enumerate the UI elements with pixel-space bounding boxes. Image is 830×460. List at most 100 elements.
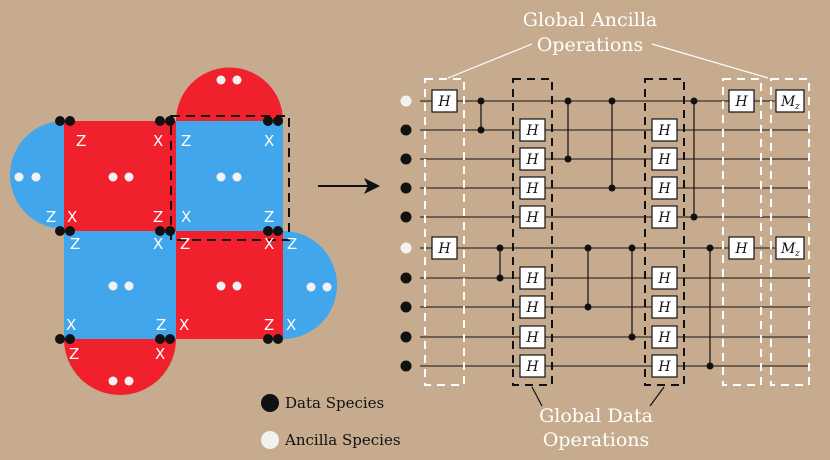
hadamard-gate: H xyxy=(651,205,678,229)
svg-text:H: H xyxy=(525,330,539,346)
ancilla-dot xyxy=(216,75,226,85)
data-qubit-marker xyxy=(400,124,412,136)
transition-arrow xyxy=(318,178,380,194)
ancilla-dot xyxy=(14,172,24,182)
pauli-labels: Z X Z X Z X Z X Z Z X Z X Z X Z X Z X Z … xyxy=(46,132,297,363)
data-caption-line2: Operations xyxy=(543,429,650,451)
pauli-x-label: X xyxy=(155,345,165,363)
pauli-z-label: Z xyxy=(153,208,163,226)
data-dot xyxy=(155,116,165,126)
ancilla-dot xyxy=(306,282,316,292)
svg-text:H: H xyxy=(525,271,539,287)
hadamard-gate: H xyxy=(728,89,755,113)
hadamard-gate: H xyxy=(651,325,678,349)
red-boundary-top xyxy=(176,67,283,121)
hadamard-gate: H xyxy=(519,354,546,378)
data-caption-pointer xyxy=(649,386,665,407)
svg-text:H: H xyxy=(525,359,539,375)
hadamard-gate: H xyxy=(519,325,546,349)
data-dot xyxy=(263,116,273,126)
hadamard-gate: H xyxy=(651,295,678,319)
ancilla-dot xyxy=(232,75,242,85)
hadamard-gate: H xyxy=(431,89,458,113)
pauli-z-label: Z xyxy=(264,208,274,226)
pauli-z-label: Z xyxy=(287,235,297,253)
svg-text:H: H xyxy=(525,300,539,316)
hadamard-gate: H xyxy=(519,205,546,229)
ancilla-op-boxes xyxy=(424,78,810,386)
svg-text:H: H xyxy=(734,94,748,110)
pauli-z-label: Z xyxy=(156,316,166,334)
data-caption-line1: Global Data xyxy=(539,405,653,427)
ancilla-wires xyxy=(420,100,775,249)
pauli-x-label: X xyxy=(264,235,274,253)
pauli-z-label: Z xyxy=(180,235,190,253)
pauli-x-label: X xyxy=(66,316,76,334)
blue-plaquette-top-right xyxy=(176,121,283,231)
blue-plaquette-bottom-left xyxy=(64,231,176,339)
data-qubit-marker xyxy=(400,182,412,194)
legend-ancilla-swatch xyxy=(261,431,279,449)
ancilla-dot xyxy=(124,376,134,386)
ancilla-dot xyxy=(216,172,226,182)
cnot-links xyxy=(480,101,711,366)
legend-ancilla-label: Ancilla Species xyxy=(284,431,401,449)
ancilla-dot xyxy=(232,172,242,182)
legend: Data Species Ancilla Species xyxy=(261,394,401,449)
data-qubit-marker xyxy=(400,153,412,165)
hadamard-gate: H xyxy=(519,176,546,200)
data-dot xyxy=(55,226,65,236)
svg-text:H: H xyxy=(657,359,671,375)
data-dot xyxy=(273,116,283,126)
data-dot xyxy=(273,226,283,236)
data-qubit-marker xyxy=(400,331,412,343)
legend-data-label: Data Species xyxy=(285,394,384,412)
ancilla-dot xyxy=(108,281,118,291)
ancilla-dot xyxy=(31,172,41,182)
legend-data-swatch xyxy=(261,394,279,412)
data-qubit-marker xyxy=(400,272,412,284)
svg-text:z: z xyxy=(794,249,800,259)
hadamard-gate: H xyxy=(519,118,546,142)
surface-code-lattice: Z X Z X Z X Z X Z Z X Z X Z X Z X Z X Z … xyxy=(10,67,337,395)
hadamard-gate: H xyxy=(431,236,458,260)
data-dot xyxy=(165,226,175,236)
ancilla-caption-line2: Operations xyxy=(537,34,644,56)
svg-text:H: H xyxy=(437,94,451,110)
svg-text:H: H xyxy=(657,330,671,346)
pauli-x-label: X xyxy=(67,208,77,226)
svg-text:H: H xyxy=(437,241,451,257)
pauli-x-label: X xyxy=(286,316,296,334)
svg-text:H: H xyxy=(525,123,539,139)
data-dot xyxy=(65,116,75,126)
svg-text:H: H xyxy=(657,210,671,226)
hadamard-gate: H xyxy=(651,118,678,142)
data-dot xyxy=(155,226,165,236)
hadamard-gate: H xyxy=(519,147,546,171)
pauli-z-label: Z xyxy=(181,132,191,150)
svg-text:H: H xyxy=(657,152,671,168)
hadamard-gate: H xyxy=(651,266,678,290)
svg-text:H: H xyxy=(734,241,748,257)
qubit-markers xyxy=(400,95,412,372)
hadamard-gate: H xyxy=(651,176,678,200)
measurement-gate: M z xyxy=(775,236,805,260)
ancilla-caption-pointer xyxy=(651,43,769,79)
ancilla-dot xyxy=(108,376,118,386)
svg-text:H: H xyxy=(657,271,671,287)
data-dot xyxy=(55,334,65,344)
hadamard-gate: H xyxy=(651,354,678,378)
svg-text:z: z xyxy=(794,102,800,112)
ancilla-dot xyxy=(124,281,134,291)
data-dot xyxy=(155,334,165,344)
ancilla-dot xyxy=(232,281,242,291)
ancilla-dot xyxy=(108,172,118,182)
ancilla-caption-line1: Global Ancilla xyxy=(523,9,657,31)
data-dot xyxy=(55,116,65,126)
pauli-x-label: X xyxy=(153,235,163,253)
svg-text:M: M xyxy=(780,241,796,257)
pauli-z-label: Z xyxy=(46,208,56,226)
red-boundary-bottom xyxy=(64,339,176,395)
data-qubit-marker xyxy=(400,360,412,372)
ancilla-dot xyxy=(216,281,226,291)
